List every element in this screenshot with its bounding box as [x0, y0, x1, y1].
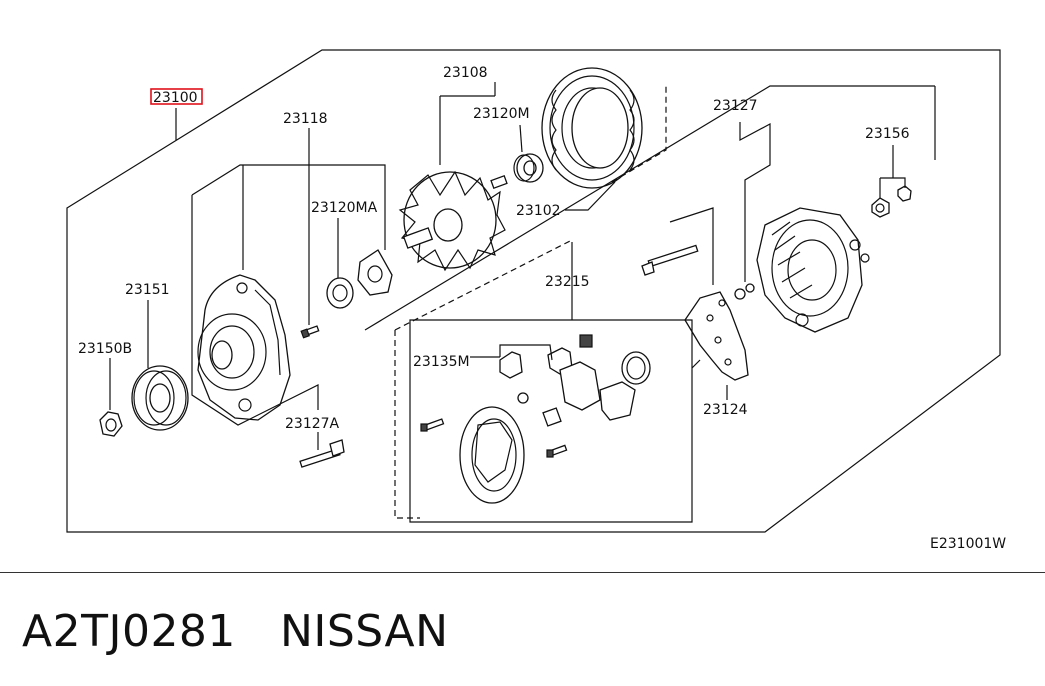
footer-divider — [0, 572, 1045, 573]
callout-23156: 23156 — [865, 126, 910, 142]
nut-23150b — [99, 411, 123, 437]
highlight-box — [150, 88, 203, 105]
cover-plate-part — [459, 406, 525, 504]
callout-23120ma: 23120MA — [311, 200, 378, 216]
callout-23135m: 23135M — [413, 354, 470, 370]
brand-name: NISSAN — [279, 605, 449, 657]
exploded-parts-diagram: 23100 23108 23120M 23118 23127 23156 231… — [66, 49, 1006, 552]
callout-23151: 23151 — [125, 282, 170, 298]
assembly-outline — [66, 49, 1001, 533]
screw-23118 — [300, 325, 320, 339]
figure-code: E231001W — [930, 536, 1006, 552]
brush-holder-screws — [420, 418, 568, 458]
callout-23108: 23108 — [443, 65, 488, 81]
rectifier-23124 — [684, 283, 755, 381]
footer-caption: A2TJ0281 NISSAN — [22, 596, 449, 666]
bolt-23127a — [299, 439, 345, 468]
callout-23102: 23102 — [516, 203, 561, 219]
callout-23118: 23118 — [283, 111, 328, 127]
callout-23127: 23127 — [713, 98, 758, 114]
brush-holder-inner-box — [409, 319, 693, 523]
bolt-23127 — [641, 244, 699, 276]
nuts-23156 — [871, 185, 912, 218]
callout-23100: 23100 — [153, 90, 198, 106]
brush-holder-part — [499, 334, 651, 427]
bearing-23120m — [513, 153, 544, 183]
stator-part — [541, 67, 643, 189]
callout-23120m: 23120M — [473, 106, 530, 122]
callout-23150b: 23150B — [78, 341, 132, 357]
bearing-23120ma — [326, 249, 393, 309]
callout-23215: 23215 — [545, 274, 590, 290]
pulley-part — [131, 365, 189, 431]
part-number: A2TJ0281 — [22, 605, 236, 657]
rotor-part — [398, 170, 508, 272]
callout-23127a: 23127A — [285, 416, 340, 432]
rear-housing-part — [756, 207, 870, 333]
callout-23124: 23124 — [703, 402, 748, 418]
front-housing-part — [197, 274, 291, 421]
